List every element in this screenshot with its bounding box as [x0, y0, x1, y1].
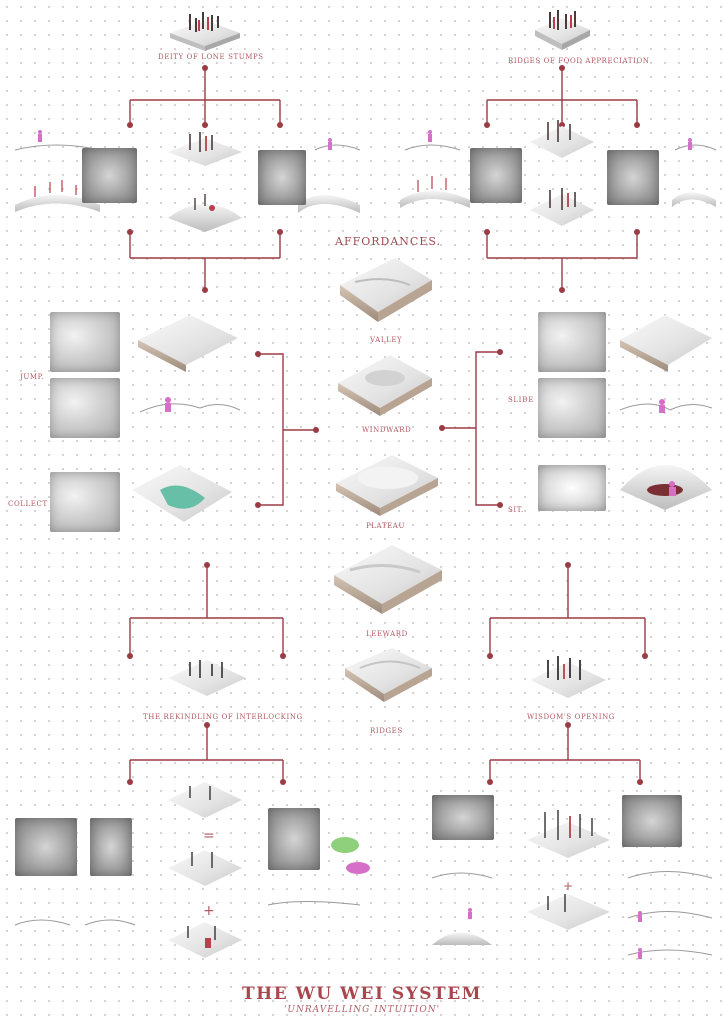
- collect-plan: [50, 472, 120, 532]
- terrain-valley: [340, 258, 432, 322]
- slide-model: [620, 315, 712, 372]
- label-valley: VALLEY: [370, 336, 403, 344]
- label-slide: SLIDE: [508, 396, 534, 404]
- terrain-leeward: [334, 545, 442, 614]
- deity-plan-left: [82, 148, 137, 203]
- food-plan-left: [470, 148, 522, 203]
- label-plateau: PLATEAU: [366, 522, 405, 530]
- deity-model: [170, 12, 240, 51]
- sit-model: [620, 465, 712, 510]
- connector-lines: [129, 68, 646, 782]
- label-windward: WINDWARD: [362, 426, 412, 434]
- deity-detail-models: [14, 132, 361, 232]
- windward-leeward-plan: [268, 808, 320, 870]
- terrain-plateau: [336, 455, 438, 516]
- wisdom-plan-left: [432, 795, 494, 840]
- label-ridges: RIDGES: [370, 727, 403, 735]
- ridges-food-model: [535, 10, 590, 50]
- label-collect: COLLECT: [8, 500, 48, 508]
- collect-model: [132, 465, 232, 522]
- label-wisdoms-opening: WISDOM'S OPENING: [527, 713, 615, 721]
- connector-nodes: [127, 65, 648, 785]
- svg-text:=: =: [203, 828, 215, 844]
- terrain-windward: [338, 355, 432, 416]
- jump-plan-1: [50, 312, 120, 372]
- label-affordances: AFFORDANCES.: [335, 235, 441, 248]
- wisdom-detail-models: +: [431, 810, 713, 956]
- slide-plan-1: [538, 312, 606, 372]
- sit-plan: [538, 465, 606, 511]
- label-ridges-of-food-appreciation: RIDGES OF FOOD APPRECIATION: [508, 57, 650, 65]
- svg-text:+: +: [563, 879, 573, 893]
- jump-model: [138, 315, 238, 372]
- label-deity-of-lone-stumps: DEITY OF LONE STUMPS: [158, 53, 264, 61]
- deity-plan-right: [258, 150, 306, 205]
- terrain-ridges: [345, 648, 432, 702]
- rekindling-plan-mid: [90, 818, 132, 876]
- slide-plan-2: [538, 378, 606, 438]
- figures: [38, 130, 692, 959]
- wisdom-plan-right: [622, 795, 682, 847]
- label-rekindling-of-interlocking: THE REKINDLING OF INTERLOCKING: [143, 713, 303, 721]
- rekindling-model: [168, 660, 246, 696]
- page-title: THE WU WEI SYSTEM: [242, 984, 482, 1004]
- label-jump: JUMP.: [20, 373, 45, 381]
- rekindling-detail-models: = +: [14, 782, 370, 958]
- rekindling-plan-left: [15, 818, 77, 876]
- slide-section: [619, 403, 713, 411]
- jump-section: [139, 403, 241, 413]
- wisdom-model: [530, 656, 606, 698]
- label-leeward: LEEWARD: [366, 630, 408, 638]
- page-subtitle: 'UNRAVELLING INTUITION': [283, 1005, 441, 1015]
- label-sit: SIT.: [508, 506, 524, 514]
- jump-plan-2: [50, 378, 120, 438]
- ridges-food-detail-models: [400, 120, 717, 226]
- svg-text:+: +: [203, 903, 215, 919]
- food-plan-right: [607, 150, 659, 205]
